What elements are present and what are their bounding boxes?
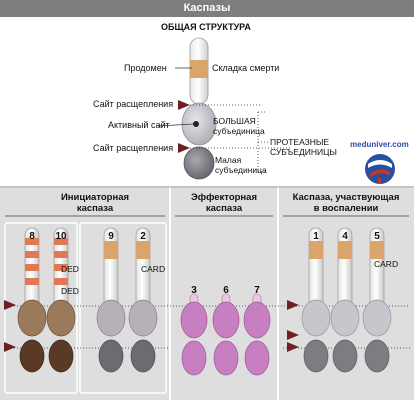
death-fold-band: [190, 60, 208, 78]
ded-label-2: DED: [61, 286, 79, 296]
meduniver-logo: meduniver.com: [350, 140, 414, 186]
caspase-number-4: 4: [342, 231, 348, 242]
active-site-label: Активный сайт: [108, 120, 170, 130]
globe-icon: [365, 154, 395, 184]
small-subunit-label: Малая субъединица: [215, 155, 267, 175]
header-bar: Каспазы: [0, 0, 414, 17]
inflammation-caspase-title: Каспаза, участвующая в воспалении: [292, 192, 400, 214]
caspase-number-5: 5: [374, 231, 380, 242]
ded-label-1: DED: [61, 264, 79, 274]
cleavage-site-1-label: Сайт расщепления: [93, 99, 174, 109]
cleavage-arrow-1: [178, 100, 190, 110]
general-structure-diagram: [157, 37, 290, 180]
effector-caspase-title: Эффекторная каспаза: [191, 192, 257, 214]
cleavage-arrow-2: [178, 143, 190, 153]
active-site-dot: [193, 121, 199, 127]
card-label-initiator: CARD: [141, 264, 166, 274]
caspase-number-7: 7: [254, 285, 260, 296]
prodomain-label: Продомен: [124, 63, 167, 73]
caspase-number-3: 3: [191, 285, 197, 296]
initiator-caspase-title: Инициаторная каспаза: [60, 192, 130, 214]
caspase-number-6: 6: [223, 285, 229, 296]
caspase-number-8: 8: [29, 231, 35, 242]
logo-site-text: meduniver.com: [350, 140, 409, 149]
caspase-number-2: 2: [140, 231, 146, 242]
card-label-inflammation: CARD: [374, 259, 399, 269]
protease-subunits-label: ПРОТЕАЗНЫЕ СУБЪЕДИНИЦЫ: [270, 137, 337, 157]
large-subunit-label: БОЛЬШАЯ субъединица: [213, 116, 265, 136]
caspase-types-diagram: [0, 186, 414, 400]
caspase-number-10: 10: [55, 231, 67, 242]
page-title: Каспазы: [183, 2, 231, 14]
cleavage-site-2-label: Сайт расщепления: [93, 143, 174, 153]
death-fold-label: Складка смерти: [212, 63, 280, 73]
general-structure-title: ОБЩАЯ СТРУКТУРА: [161, 22, 251, 32]
caspase-number-9: 9: [108, 231, 114, 242]
small-subunit-shape: [183, 146, 215, 180]
caspase-number-1: 1: [313, 231, 319, 242]
